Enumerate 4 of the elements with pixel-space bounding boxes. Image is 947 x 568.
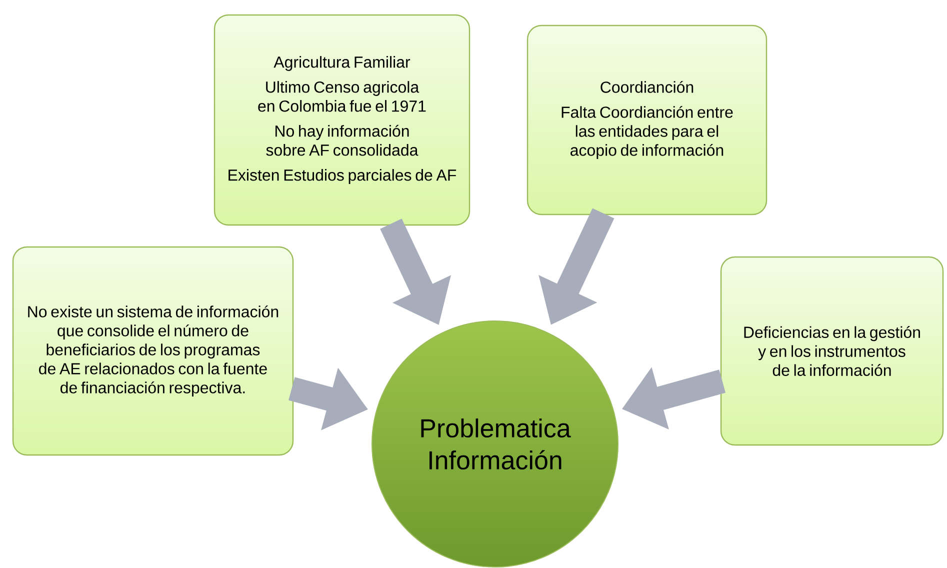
- text-box: Agricultura Familiar Ultimo Censo agricola en Colombia fue el 1971 No hay información sobre AF consolidada Existen Estudios parciales de AF: [214, 14, 470, 226]
- text-box: Deficiencias en la gestión y en los instrumentos de la información: [720, 256, 944, 446]
- text-box: No existe un sistema de información que consolide el número de beneficiarios de los programas de AE relacionados con la fuente de financiación respectiva.: [12, 246, 294, 456]
- text-box: Coordianción Falta Coordianción entre las entidades para el acopio de información: [526, 24, 768, 216]
